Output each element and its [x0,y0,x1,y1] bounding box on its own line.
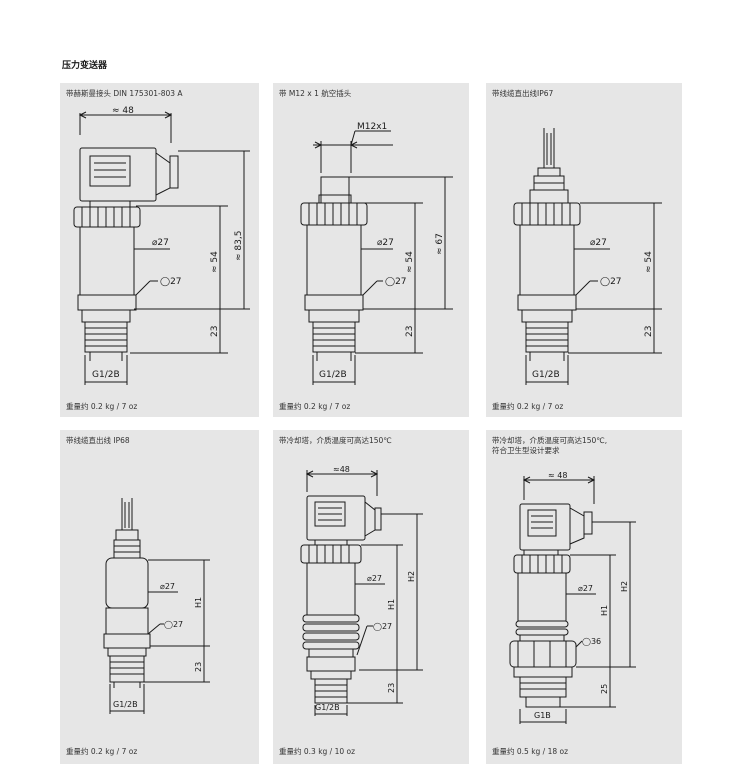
panel-caption-line-2: 符合卫生型设计要求 [492,446,560,455]
dim-thread-length: 25 [600,684,609,694]
dim-thread-length: 23 [194,662,203,672]
weight-label: 重量约 0.2 kg / 7 oz [66,747,138,756]
dim-thread: G1B [534,711,551,720]
drawing-cable-ip67: ⌀27 ◯27 ≈ 54 23 G1/2B [513,128,662,385]
dim-thread-length: 23 [387,683,396,693]
panel-cooling-tower: 带冷却塔，介质温度可高达150℃ ≈48 ⌀27 ◯27 H1 H2 23 [273,430,469,764]
dim-length-2: H2 [407,571,416,582]
dim-length-1: ≈ 54 [405,251,415,273]
drawing-cooling-tower: ≈48 ⌀27 ◯27 H1 H2 23 G1/2B [300,465,423,716]
weight-label: 重量约 0.5 kg / 18 oz [492,747,569,756]
dim-diameter: ⌀27 [377,238,394,248]
weight-label: 重量约 0.2 kg / 7 oz [66,402,138,411]
drawing-m12-connector: M12x1 ⌀27 ◯27 ≈ 54 ≈ 67 23 G1/2B [300,122,453,385]
dim-thread: G1/2B [92,370,120,380]
panel-caption: 带冷却塔，介质温度可高达150℃ [279,436,392,445]
panel-caption: 带 M12 x 1 航空插头 [279,89,352,98]
dim-thread: G1/2B [315,703,340,712]
dim-length-2: ≈ 67 [435,233,445,255]
drawing-din-connector: ≈ 48 ⌀27 ◯27 ≈ 54 ≈ 83,5 23 G1/2B [73,106,250,385]
panel-cooling-tower-hygienic: 带冷却塔，介质温度可高达150℃, 符合卫生型设计要求 ≈ 48 ⌀27 ◯36… [486,430,682,764]
drawing-cable-ip68: ⌀27 ◯27 H1 23 G1/2B [103,498,210,714]
panel-caption: 带赫斯曼接头 DIN 175301-803 A [66,89,183,98]
dim-plug: M12x1 [357,122,387,132]
panel-cable-ip68: 带线缆直出线 IP68 ⌀27 ◯27 H1 23 G1/2B 重量约 0.2 … [60,430,259,764]
panel-cable-ip67: 带线缆直出线IP67 ⌀27 ◯27 ≈ 54 23 G1/2B 重量约 0.2… [486,83,682,417]
dim-diameter: ⌀27 [367,574,382,583]
dim-length-1: ≈ 54 [210,251,220,273]
dim-thread: G1/2B [113,700,138,709]
dim-thread-length: 23 [405,326,415,337]
dim-length-1: H1 [194,597,203,608]
page-title: 压力变送器 [62,61,108,71]
dim-hex: ◯36 [582,637,601,646]
dim-diameter: ⌀27 [578,584,593,593]
dim-width: ≈ 48 [548,471,567,480]
panel-m12-connector: 带 M12 x 1 航空插头 M12x1 ⌀27 ◯27 ≈ 54 ≈ 67 2… [273,83,469,417]
dim-thread: G1/2B [319,370,347,380]
dim-length-2: ≈ 83,5 [234,231,244,261]
dim-thread: G1/2B [532,370,560,380]
dim-hex: ◯27 [373,622,392,631]
dim-length-1: H1 [600,605,609,616]
dim-hex: ◯27 [164,620,183,629]
dim-hex: ◯27 [600,277,622,287]
dim-hex: ◯27 [385,277,407,287]
panel-caption: 带线缆直出线IP67 [492,89,554,98]
dim-length-1: H1 [387,599,396,610]
weight-label: 重量约 0.3 kg / 10 oz [279,747,356,756]
dim-thread-length: 23 [210,326,220,337]
dim-length-2: H2 [620,581,629,592]
weight-label: 重量约 0.2 kg / 7 oz [279,402,351,411]
panel-caption-line-1: 带冷却塔，介质温度可高达150℃, [492,436,608,445]
dim-width: ≈48 [333,465,350,474]
panel-din-connector: 带赫斯曼接头 DIN 175301-803 A ≈ 48 ⌀27 ◯27 ≈ 5… [60,83,259,417]
weight-label: 重量约 0.2 kg / 7 oz [492,402,564,411]
panel-caption: 带线缆直出线 IP68 [66,436,130,445]
dim-hex: ◯27 [160,277,182,287]
dim-thread-length: 23 [644,326,654,337]
dim-width: ≈ 48 [112,106,134,116]
dim-length-1: ≈ 54 [644,251,654,273]
drawing-cooling-tower-hygienic: ≈ 48 ⌀27 ◯36 H1 H2 25 G1B [509,471,636,724]
dim-diameter: ⌀27 [590,238,607,248]
dim-diameter: ⌀27 [152,238,169,248]
dim-diameter: ⌀27 [160,582,175,591]
